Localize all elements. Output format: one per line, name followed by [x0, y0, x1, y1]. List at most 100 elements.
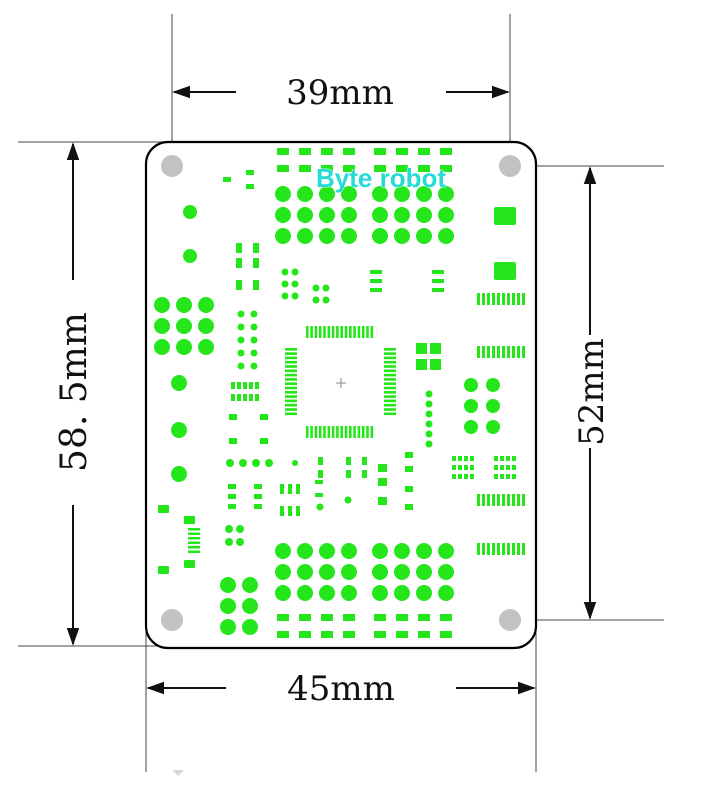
smd-pad	[418, 165, 430, 172]
smd-pad	[384, 391, 396, 394]
smd-pad	[384, 412, 396, 416]
smd-pad	[299, 148, 311, 155]
through-hole-pad	[312, 284, 320, 292]
smd-pad	[384, 395, 396, 398]
smd-pad	[482, 293, 485, 305]
smd-pad	[506, 474, 510, 479]
smd-pad	[487, 293, 490, 305]
smd-pad	[361, 426, 365, 438]
smd-pad	[494, 465, 498, 470]
smd-pad	[254, 504, 262, 509]
through-hole-pad	[265, 459, 273, 467]
through-hole-pad	[319, 228, 335, 244]
through-hole-pad	[275, 564, 291, 580]
smd-pad	[353, 426, 356, 438]
through-hole-pad	[220, 619, 236, 635]
smd-pad	[255, 394, 259, 401]
through-hole-pad	[171, 375, 187, 391]
smd-pad	[366, 426, 369, 438]
mount-hole-bottom-left	[161, 609, 183, 631]
mounting-holes	[161, 155, 521, 631]
through-hole-pad	[275, 543, 291, 559]
through-hole-pad	[291, 268, 299, 276]
through-hole-pad	[416, 564, 432, 580]
smd-pad	[158, 505, 169, 513]
smd-pad	[384, 399, 396, 403]
smd-pad	[285, 369, 297, 373]
smd-pad	[236, 258, 242, 268]
smd-pad	[497, 494, 500, 506]
through-hole-pad	[425, 390, 433, 398]
smd-pad	[254, 484, 262, 489]
through-hole-pad	[171, 422, 187, 438]
smd-pad	[299, 614, 311, 621]
smd-pad	[384, 373, 396, 377]
smd-pad	[285, 403, 297, 407]
through-hole-pad	[250, 349, 258, 357]
through-hole-pad	[225, 525, 233, 533]
smd-pad	[361, 326, 365, 338]
smd-pad	[318, 470, 323, 478]
through-hole-pad	[438, 228, 454, 244]
through-hole-pad	[297, 186, 313, 202]
smd-pad	[314, 426, 318, 438]
smd-pad	[346, 470, 351, 478]
smd-pad	[343, 631, 355, 638]
through-hole-pad	[341, 186, 357, 202]
mcu-center-mark	[336, 378, 346, 388]
through-hole-pad	[341, 543, 357, 559]
through-hole-pad	[416, 585, 432, 601]
smd-pad	[321, 165, 333, 172]
smd-pad	[188, 532, 200, 535]
through-hole-pad	[237, 336, 245, 344]
smd-pad	[228, 504, 236, 509]
smd-pad	[243, 382, 247, 389]
smd-pad	[366, 326, 369, 338]
smd-pad	[344, 326, 348, 338]
through-hole-pad	[154, 297, 170, 313]
smd-pad	[396, 148, 408, 155]
through-hole-pad	[425, 440, 433, 448]
smd-pad	[246, 170, 254, 175]
smd-pad	[522, 293, 525, 305]
smd-pad	[384, 403, 396, 407]
smd-pad	[285, 386, 297, 390]
smd-pad	[336, 426, 339, 438]
smd-pad	[236, 280, 242, 290]
smd-pad	[470, 456, 474, 461]
smd-pad	[500, 456, 504, 461]
smd-pad	[374, 148, 386, 155]
smd-pad	[440, 148, 452, 155]
smd-pad	[327, 426, 331, 438]
smd-pad	[378, 464, 387, 472]
smd-pad	[418, 148, 430, 155]
smd-pad	[310, 426, 313, 438]
through-hole-pad	[372, 543, 388, 559]
through-hole-pad	[183, 205, 197, 219]
smd-pad	[349, 426, 352, 438]
through-hole-pad	[237, 362, 245, 370]
through-hole-pad	[464, 399, 478, 413]
through-hole-pad	[394, 585, 410, 601]
through-hole-pad	[341, 564, 357, 580]
smd-pad	[237, 382, 241, 389]
through-hole-pad	[198, 318, 214, 334]
through-hole-pad	[319, 207, 335, 223]
smd-pad	[277, 148, 289, 155]
through-hole-pad	[275, 585, 291, 601]
smd-pad	[357, 326, 361, 338]
smd-pad	[288, 484, 292, 494]
smd-pad	[494, 207, 516, 225]
smd-pad	[477, 494, 480, 506]
mount-hole-top-left	[161, 155, 183, 177]
through-hole-pad	[416, 543, 432, 559]
through-hole-pad	[198, 297, 214, 313]
smd-pad	[231, 394, 235, 401]
smd-pad	[357, 426, 361, 438]
smd-pad	[517, 543, 520, 555]
smd-pad	[512, 494, 515, 506]
smd-pad	[236, 243, 242, 253]
pcb-pads	[154, 148, 525, 638]
through-hole-pad	[171, 466, 187, 482]
smd-pad	[285, 373, 297, 377]
